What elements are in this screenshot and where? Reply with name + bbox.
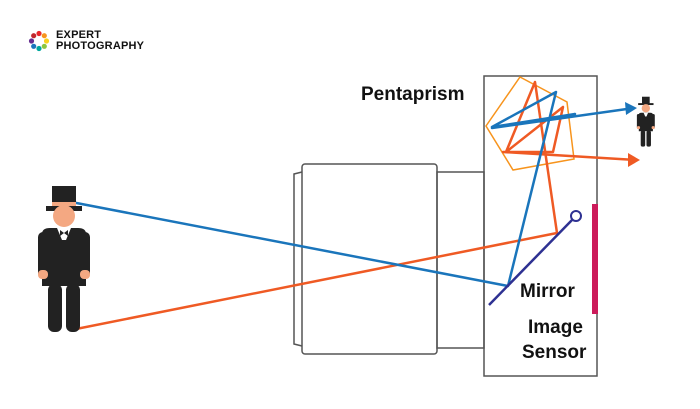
pentaprism-shape — [485, 76, 575, 171]
blue-arrowhead — [625, 102, 637, 115]
lens-ring — [293, 171, 303, 347]
aperture-icon — [28, 30, 50, 52]
image-figure — [636, 96, 655, 147]
pentaprism-label: Pentaprism — [361, 84, 465, 105]
lens-mount — [436, 171, 485, 349]
mirror — [488, 219, 573, 306]
logo-text: EXPERT PHOTOGRAPHY — [56, 30, 144, 52]
mirror-label: Mirror — [520, 281, 575, 302]
logo-line1: EXPERT — [56, 29, 102, 41]
orange-ray — [70, 80, 637, 332]
blue-ray — [65, 90, 635, 288]
image-sensor-label-line1: Image — [528, 317, 583, 338]
orange-arrowhead — [628, 153, 640, 167]
image-sensor — [592, 204, 598, 314]
logo: EXPERT PHOTOGRAPHY — [28, 30, 144, 52]
image-sensor-label-line2: Sensor — [522, 342, 587, 363]
logo-line2: PHOTOGRAPHY — [56, 40, 145, 52]
subject-figure — [38, 186, 90, 332]
mirror-pivot — [570, 210, 582, 222]
